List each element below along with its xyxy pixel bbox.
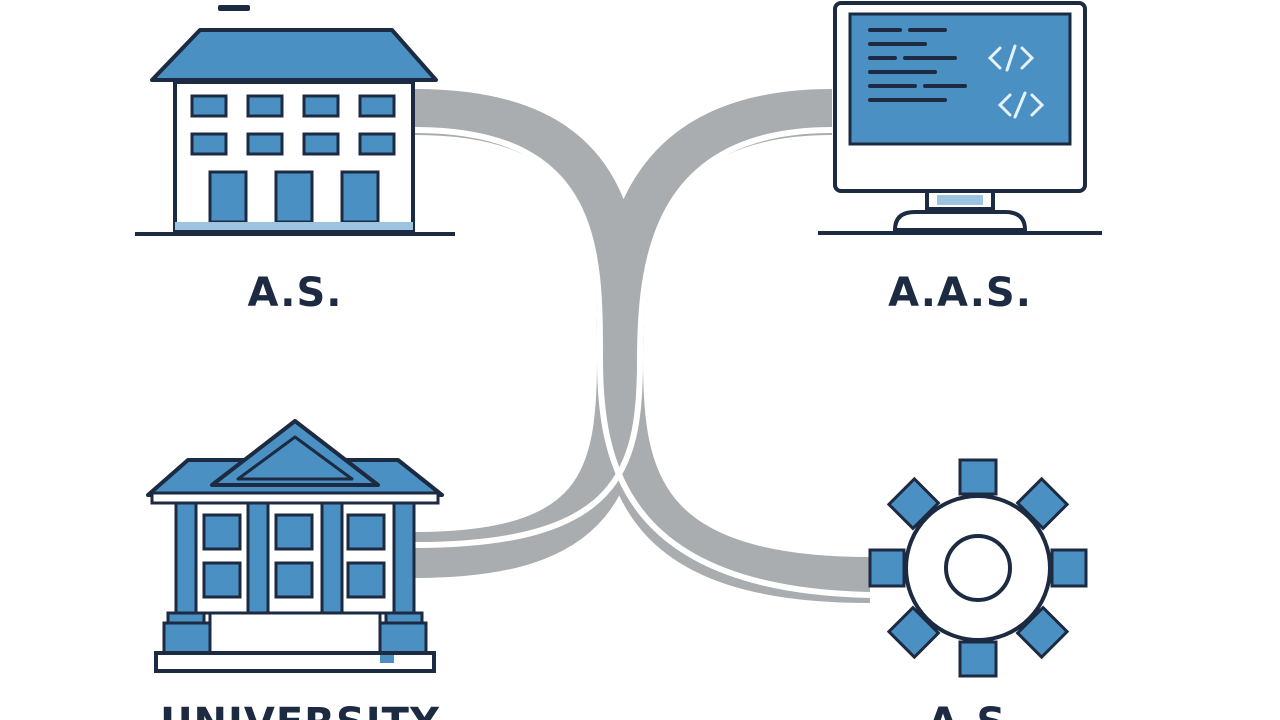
university-building-icon (146, 419, 444, 673)
label-bottom-left: UNIVERSITY (130, 700, 470, 720)
gear-icon (868, 458, 1088, 678)
computer-monitor-icon (818, 1, 1102, 235)
label-top-left: A.S. (247, 270, 343, 316)
label-bottom-right: A.S. (875, 700, 1075, 720)
connector-gap-a (414, 127, 871, 598)
school-building-icon (135, 5, 455, 236)
connector-gap-b (414, 127, 833, 548)
connector-monitor-to-university (414, 89, 833, 578)
label-top-right: A.A.S. (888, 270, 1032, 316)
